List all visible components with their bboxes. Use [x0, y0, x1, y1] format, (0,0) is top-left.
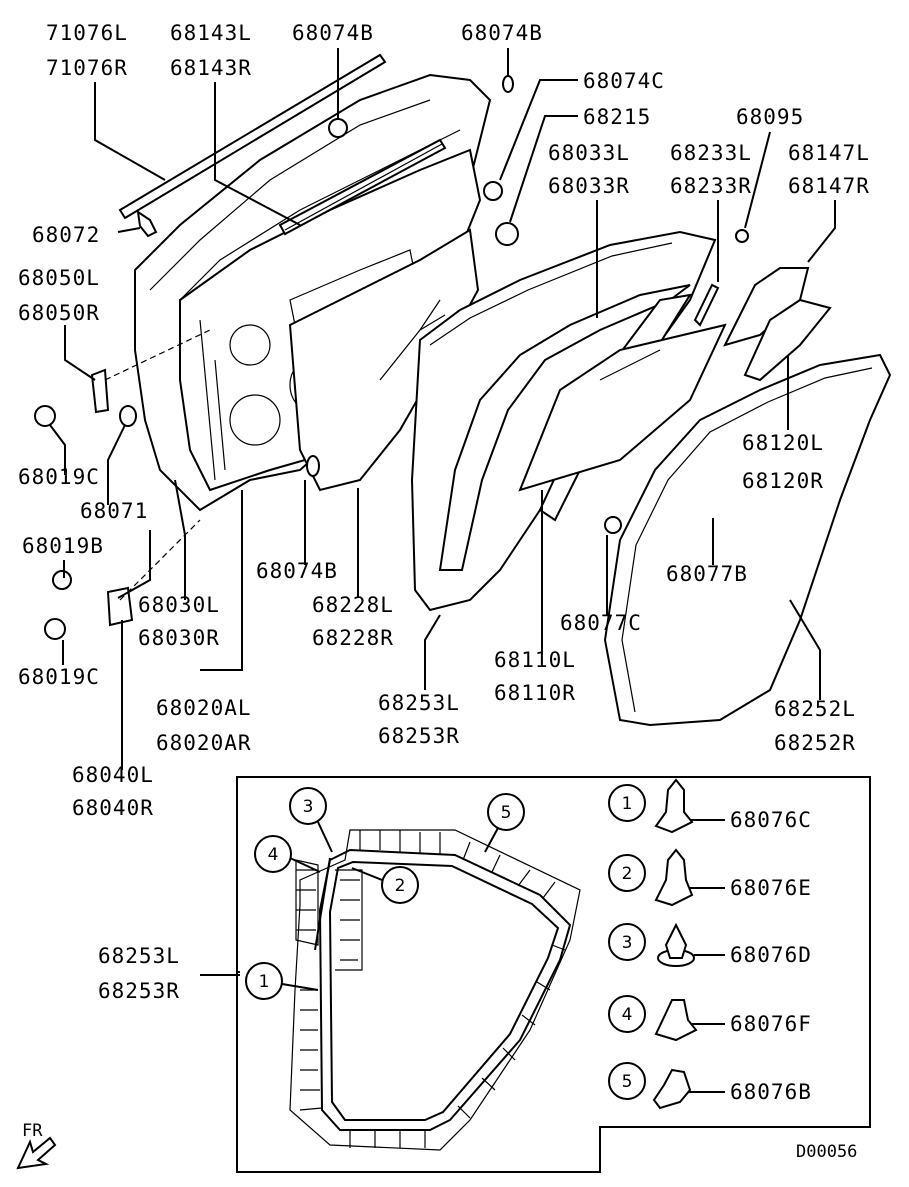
part-label-68074b-c: 68074B — [256, 559, 338, 583]
callout-4-number: 4 — [268, 845, 279, 865]
part-label-68019c-b: 68019C — [18, 665, 100, 689]
callout-3 — [289, 787, 327, 825]
clip-part-68076d: 68076D — [730, 943, 812, 967]
part-label-68019c-a: 68019C — [18, 465, 100, 489]
part-label-68077c: 68077C — [560, 611, 642, 635]
part-label-71076l: 71076L — [46, 21, 128, 45]
clip-part-68076e: 68076E — [730, 876, 812, 900]
diagram-code: D00056 — [796, 1142, 857, 1162]
part-label-68077b: 68077B — [666, 562, 748, 586]
clip-row-5: 5 68076B — [608, 1062, 812, 1110]
clip-number-5: 5 — [622, 1072, 633, 1092]
clip-row-4: 4 68076F — [608, 995, 812, 1042]
clip-part-68076f: 68076F — [730, 1012, 812, 1036]
leader-lines — [49, 48, 836, 770]
clip-icon-5 — [652, 1068, 692, 1110]
part-label-68215: 68215 — [583, 105, 651, 129]
callout-2 — [381, 866, 419, 904]
inset-weatherstrip-illustration — [289, 829, 581, 1151]
clip-number-1: 1 — [622, 794, 633, 814]
callout-2-number: 2 — [395, 876, 406, 896]
part-label-68071: 68071 — [80, 499, 148, 523]
door-panel-illustration — [34, 53, 519, 640]
part-label-68233l: 68233L — [670, 141, 752, 165]
part-label-68253l-a: 68253L — [378, 691, 460, 715]
clip-part-68076b: 68076B — [730, 1080, 812, 1104]
clip-number-4: 4 — [622, 1005, 633, 1025]
part-label-68143l: 68143L — [170, 21, 252, 45]
clip-icon-3 — [664, 922, 688, 959]
part-label-68147l: 68147L — [788, 141, 870, 165]
clip-row-3: 3 68076D — [608, 922, 812, 967]
part-label-68253r-a: 68253R — [378, 724, 460, 748]
part-label-68020ar: 68020AR — [156, 731, 252, 755]
part-label-68233r: 68233R — [670, 174, 752, 198]
glass-and-runchannel-illustration — [410, 229, 892, 727]
callout-5 — [487, 793, 525, 831]
clip-row-2: 2 68076E — [608, 848, 812, 907]
part-label-68040r: 68040R — [72, 796, 154, 820]
callout-3-number: 3 — [303, 797, 314, 817]
part-label-68110r: 68110R — [494, 681, 576, 705]
front-direction-indicator: FR — [16, 1121, 57, 1170]
front-arrow-icon — [16, 1136, 57, 1170]
clip-row-1: 1 68076C — [608, 778, 812, 834]
part-label-68120r: 68120R — [742, 469, 824, 493]
part-label-68252l: 68252L — [774, 697, 856, 721]
clip-icon-4 — [654, 999, 698, 1042]
callout-4 — [254, 835, 292, 873]
callout-1-number: 1 — [259, 972, 270, 992]
part-label-68228r: 68228R — [312, 626, 394, 650]
part-label-68020al: 68020AL — [156, 696, 252, 720]
part-label-68252r: 68252R — [774, 731, 856, 755]
part-label-68110l: 68110L — [494, 648, 576, 672]
part-label-68072: 68072 — [32, 223, 100, 247]
part-label-68074c: 68074C — [583, 69, 665, 93]
callout-5-number: 5 — [501, 803, 512, 823]
part-label-68033r: 68033R — [548, 174, 630, 198]
front-label: FR — [22, 1121, 43, 1141]
part-label-68228l: 68228L — [312, 593, 394, 617]
part-label-68050l: 68050L — [18, 266, 100, 290]
part-label-68050r: 68050R — [18, 301, 100, 325]
part-label-68030r: 68030R — [138, 626, 220, 650]
clip-number-3: 3 — [622, 933, 633, 953]
inset-callouts: 3 4 2 5 1 — [245, 787, 525, 1000]
clip-number-2: 2 — [622, 864, 633, 884]
part-label-68143r: 68143R — [170, 56, 252, 80]
clip-icon-1 — [654, 778, 694, 834]
callout-1 — [245, 962, 283, 1000]
part-label-68095: 68095 — [736, 105, 804, 129]
part-label-71076r: 71076R — [46, 56, 128, 80]
part-label-68074b-a: 68074B — [292, 21, 374, 45]
clip-part-68076c: 68076C — [730, 808, 812, 832]
part-label-68040l: 68040L — [72, 763, 154, 787]
clip-legend: 1 68076C 2 68076E 3 68076D 4 68076F — [608, 778, 812, 1110]
inset-detail-frame — [236, 776, 871, 1173]
part-label-68147r: 68147R — [788, 174, 870, 198]
part-label-68253r-b: 68253R — [98, 979, 180, 1003]
clip-icon-2 — [654, 848, 694, 907]
part-label-68074b-b: 68074B — [461, 21, 543, 45]
part-label-68019b: 68019B — [22, 534, 104, 558]
part-label-68253l-b: 68253L — [98, 944, 180, 968]
part-label-68033l: 68033L — [548, 141, 630, 165]
part-label-68120l: 68120L — [742, 431, 824, 455]
part-label-68030l: 68030L — [138, 593, 220, 617]
